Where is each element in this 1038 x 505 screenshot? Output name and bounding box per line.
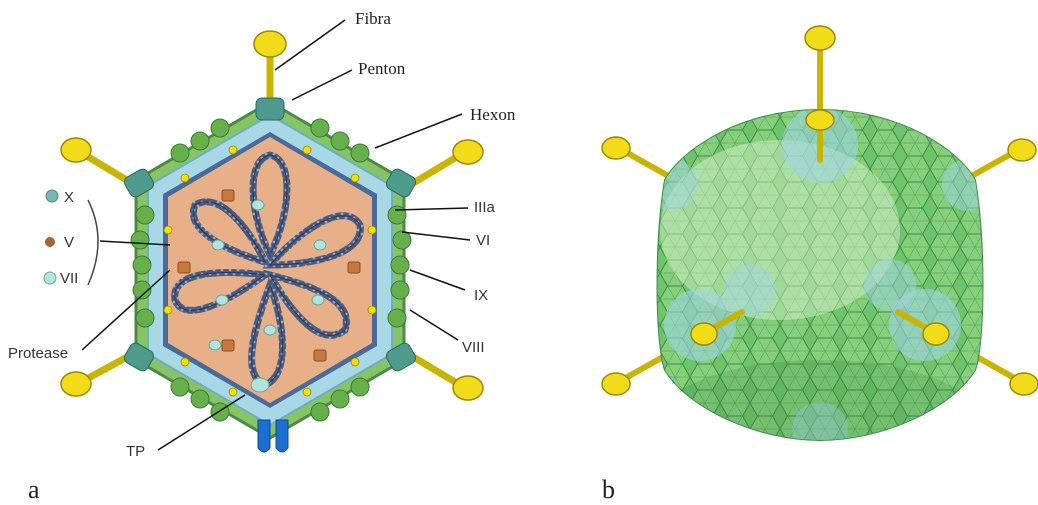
fiber-knob-icon bbox=[61, 138, 91, 162]
label-tp: TP bbox=[126, 443, 145, 460]
fiber-knob-icon bbox=[806, 110, 834, 130]
fiber-knob-icon bbox=[691, 323, 717, 345]
protein-x-icon bbox=[46, 190, 58, 202]
fiber-knob-icon bbox=[923, 323, 949, 345]
fiber-knob-icon bbox=[61, 372, 91, 396]
label-hexon: Hexon bbox=[470, 105, 516, 124]
fiber-knob-icon bbox=[453, 140, 483, 164]
legend-bracket bbox=[88, 200, 98, 285]
panel-letter-a: a bbox=[28, 475, 40, 504]
penton-icon bbox=[256, 98, 284, 120]
protein-vii-icon bbox=[44, 272, 56, 284]
label-penton: Penton bbox=[358, 59, 406, 78]
panel-b-capsid-surface: b bbox=[602, 26, 1038, 504]
fiber-knob-icon bbox=[805, 26, 835, 50]
fiber-knob-icon bbox=[1008, 139, 1036, 161]
panel-a-cross-section: Fibra Penton Hexon IIIa VI IX VIII X V V… bbox=[8, 9, 516, 504]
label-iiia: IIIa bbox=[474, 199, 496, 216]
label-vii: VII bbox=[60, 270, 78, 287]
protein-v-icon bbox=[45, 237, 55, 247]
label-x: X bbox=[64, 189, 74, 206]
fiber-knob-icon bbox=[602, 137, 630, 159]
label-ix: IX bbox=[474, 287, 488, 304]
fiber-knob-icon bbox=[602, 373, 630, 395]
label-vi: VI bbox=[476, 232, 490, 249]
label-v: V bbox=[64, 234, 74, 251]
fiber-knob-icon bbox=[453, 376, 483, 400]
panel-letter-b: b bbox=[602, 475, 615, 504]
fiber-knob-icon bbox=[254, 31, 286, 57]
fiber-knob-icon bbox=[1010, 373, 1038, 395]
label-viii: VIII bbox=[462, 339, 485, 356]
label-fibra: Fibra bbox=[355, 9, 391, 28]
label-protease: Protease bbox=[8, 345, 68, 362]
